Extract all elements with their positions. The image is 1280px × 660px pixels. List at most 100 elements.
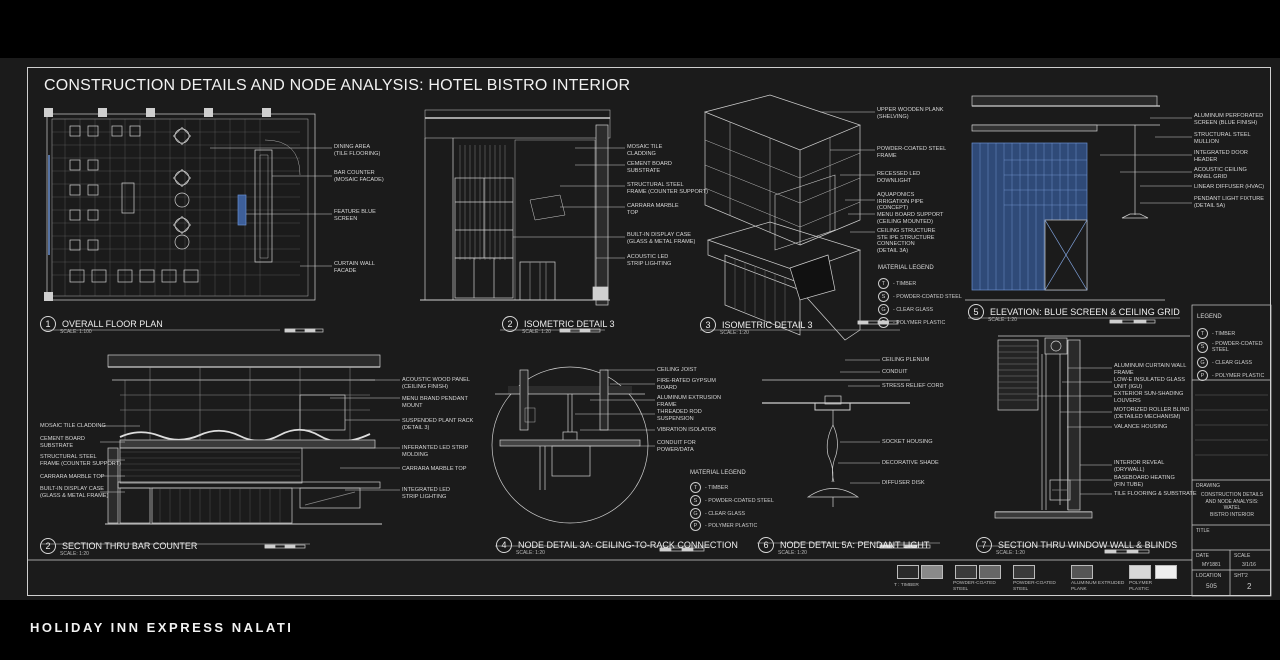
swatch-steel-light <box>921 565 943 579</box>
annotation: INFERANTED LED STRIP MOLDING <box>402 445 469 458</box>
annotation: MENU BOARD SUPPORT (CEILING MOUNTED) <box>877 212 944 225</box>
legend-text: - CLEAR GLASS <box>1212 359 1253 366</box>
legend-symbol: S <box>1197 341 1208 353</box>
legend-item: P- POLYMER PLASTIC <box>690 520 757 531</box>
annotation: CEMENT BOARD SUBSTRATE <box>627 161 672 174</box>
legend-symbol: S <box>878 291 889 302</box>
annotation: BAR COUNTER (MOSAIC FACADE) <box>334 170 384 183</box>
view-title-text: NODE DETAIL 3A: CEILING-TO-RACK CONNECTI… <box>518 540 738 550</box>
view-title-7: 7 SECTION THRU WINDOW WALL & BLINDS SCAL… <box>976 537 1177 556</box>
annotation: BUILT-IN DISPLAY CASE (GLASS & METAL FRA… <box>40 486 109 499</box>
swatch-polymer-b <box>1155 565 1177 579</box>
tb-sheet: 2 <box>1247 582 1252 591</box>
annotation: ACOUSTIC CEILING PANEL GRID <box>1194 167 1247 180</box>
tb-location-label: LOCATION <box>1196 573 1222 579</box>
section-window-7 <box>978 335 1190 554</box>
annotation: ALUMINUM EXTRUSION FRAME <box>657 395 722 408</box>
view-scale: SCALE: 1:20 <box>60 551 89 557</box>
annotation: CONDUIT FOR POWER/DATA <box>657 440 696 453</box>
annotation: LOW-E INSULATED GLASS UNIT (IGU) <box>1114 377 1185 390</box>
swatch-polymer-a <box>1129 565 1151 579</box>
annotation: RECESSED LED DOWNLIGHT <box>877 171 921 184</box>
annotation: INTEGRATED LED STRIP LIGHTING <box>402 487 451 500</box>
annotation: CEMENT BOARD SUBSTRATE <box>40 436 85 449</box>
legend-item: G- CLEAR GLASS <box>1197 357 1252 368</box>
annotation: EXTERIOR SUN-SHADING LOUVERS <box>1114 391 1184 404</box>
annotation: DIFFUSER DISK <box>882 480 925 486</box>
annotation: MOSAIC TILE CLADDING <box>627 144 663 157</box>
annotation: CARRARA MARBLE TOP <box>627 203 679 216</box>
legend-item: G- CLEAR GLASS <box>690 508 745 519</box>
legend-text: - POLYMER PLASTIC <box>893 319 946 326</box>
elevation-5 <box>965 95 1192 324</box>
iso-detail-2 <box>420 109 625 333</box>
annotation: ACOUSTIC WOOD PANEL (CEILING FINISH) <box>402 377 470 390</box>
view-number: 1 <box>40 316 56 332</box>
annotation: CURTAIN WALL FACADE <box>334 261 375 274</box>
view-title-text: NODE DETAIL 5A: PENDANT LIGHT <box>780 540 930 550</box>
annotation: ACOUSTIC LED STRIP LIGHTING <box>627 254 672 267</box>
annotation: CEILING STRUCTURE STE IPE STRUCTURE CONN… <box>877 228 936 254</box>
material-legend-heading: MATERIAL LEGEND <box>878 265 934 271</box>
swatch-steel-c <box>1013 565 1035 579</box>
legend-symbol: P <box>1197 370 1208 381</box>
tb-title-label: TITLE <box>1196 528 1210 534</box>
annotation: SUSPENDED PLANT RACK (DETAIL 3) <box>402 418 474 431</box>
node-detail-4 <box>491 366 710 552</box>
annotation: VALANCE HOUSING <box>1114 424 1168 430</box>
legend-text: - POWDER-COATED STEEL <box>705 497 774 504</box>
swatch-steel-dark-b <box>979 565 1001 579</box>
legend-symbol: P <box>690 520 701 531</box>
swatch-label: POWDER-COATED STEEL <box>1013 581 1056 592</box>
legend-symbol: G <box>878 304 889 315</box>
view-scale: SCALE: 1:20 <box>988 317 1017 323</box>
iso-detail-3 <box>700 94 900 341</box>
legend-item: S- POWDER-COATED STEEL <box>878 291 962 302</box>
view-number: 3 <box>700 317 716 333</box>
legend-text: - TIMBER <box>1212 330 1236 337</box>
legend-text: - POLYMER PLASTIC <box>1212 372 1265 379</box>
view-number: 4 <box>496 537 512 553</box>
view-title-text: SECTION THRU BAR COUNTER <box>62 541 198 551</box>
legend-heading-right: LEGEND <box>1197 314 1222 320</box>
view-title-text: ELEVATION: BLUE SCREEN & CEILING GRID <box>990 307 1180 317</box>
tb-date-label: DATE <box>1196 553 1209 559</box>
top-black-band <box>0 0 1280 58</box>
view-title-3: 3 ISOMETRIC DETAIL 3 SCALE: 1:20 <box>700 317 813 336</box>
legend-item: T - TIMBER <box>1197 328 1235 339</box>
view-number: 7 <box>976 537 992 553</box>
sheet-border <box>27 67 1271 596</box>
material-legend-heading: MATERIAL LEGEND <box>690 470 746 476</box>
section-bar-counter <box>40 354 400 549</box>
view-title-4: 4 NODE DETAIL 3A: CEILING-TO-RACK CONNEC… <box>496 537 738 556</box>
annotation: ALUMINUM CURTAIN WALL FRAME <box>1114 363 1187 376</box>
annotation: STRESS RELIEF CORD <box>882 383 944 389</box>
tb-drawing-label: DRAWING <box>1196 483 1220 489</box>
legend-item: T- TIMBER <box>690 482 728 493</box>
annotation: POWDER-COATED STEEL FRAME <box>877 146 947 159</box>
legend-symbol: P <box>878 317 889 328</box>
legend-text: - POWDER-COATED STEEL <box>1212 341 1263 353</box>
tb-location: 505 <box>1206 583 1217 590</box>
swatch-aluminum <box>1071 565 1093 579</box>
view-scale: SCALE: 1:20 <box>778 550 807 556</box>
view-title-text: ISOMETRIC DETAIL 3 <box>722 320 813 330</box>
tb-scale-label: SCALE <box>1234 553 1251 559</box>
legend-item: T- TIMBER <box>878 278 916 289</box>
view-number: 5 <box>968 304 984 320</box>
annotation: STRUCTURAL STEEL FRAME (COUNTER SUPPORT) <box>627 182 709 195</box>
view-number: 6 <box>758 537 774 553</box>
project-name-footer: HOLIDAY INN EXPRESS NALATI <box>30 620 294 635</box>
view-title-6: 6 NODE DETAIL 5A: PENDANT LIGHT SCALE: 1… <box>758 537 930 556</box>
legend-symbol: T <box>878 278 889 289</box>
pendant-detail-6 <box>757 359 940 549</box>
annotation: CARRARA MARBLE TOP <box>40 474 105 480</box>
annotation: THREADED ROD SUSPENSION <box>657 409 702 422</box>
annotation: SOCKET HOUSING <box>882 439 933 445</box>
legend-text: - CLEAR GLASS <box>893 306 934 313</box>
view-title-2: 2 ISOMETRIC DETAIL 3 SCALE: 1:20 <box>502 316 615 335</box>
tb-drawing-name: CONSTRUCTION DETAILS AND NODE ANALYSIS: … <box>1200 492 1264 518</box>
legend-symbol: T <box>1197 328 1208 339</box>
view-number: 2 <box>40 538 56 554</box>
annotation: CONDUIT <box>882 369 908 375</box>
